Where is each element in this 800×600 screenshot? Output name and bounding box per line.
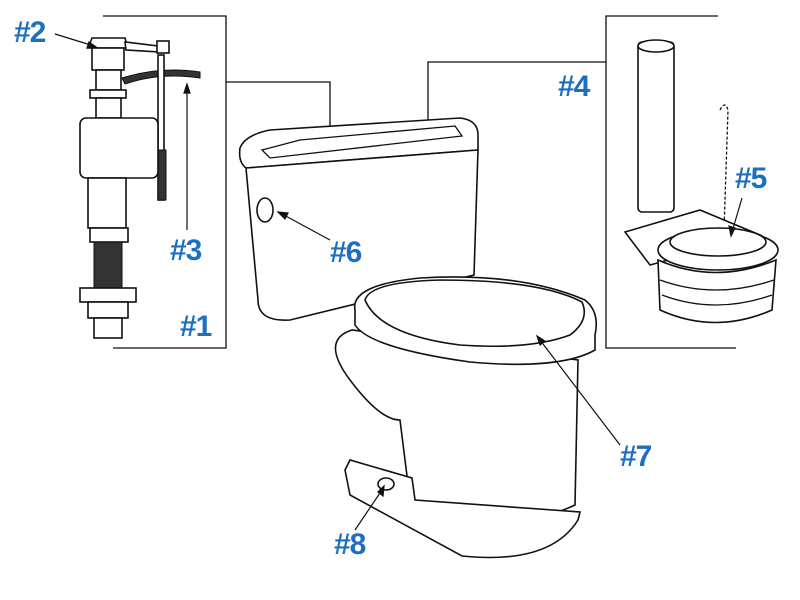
label-part-1: #1 [180, 310, 212, 343]
label-part-6: #6 [330, 236, 362, 269]
flush-valve-illustration [623, 39, 779, 324]
label-part-3: #3 [170, 234, 202, 267]
flush-valve-inset-frame [427, 15, 736, 349]
fill-valve-illustration [79, 37, 201, 339]
toilet-illustration [238, 117, 598, 559]
label-part-4: #4 [558, 70, 590, 103]
label-part-7: #7 [620, 440, 652, 473]
label-part-2: #2 [14, 16, 46, 49]
label-part-5: #5 [735, 162, 767, 195]
callout-arrows [54, 33, 743, 531]
label-part-8: #8 [334, 528, 366, 561]
